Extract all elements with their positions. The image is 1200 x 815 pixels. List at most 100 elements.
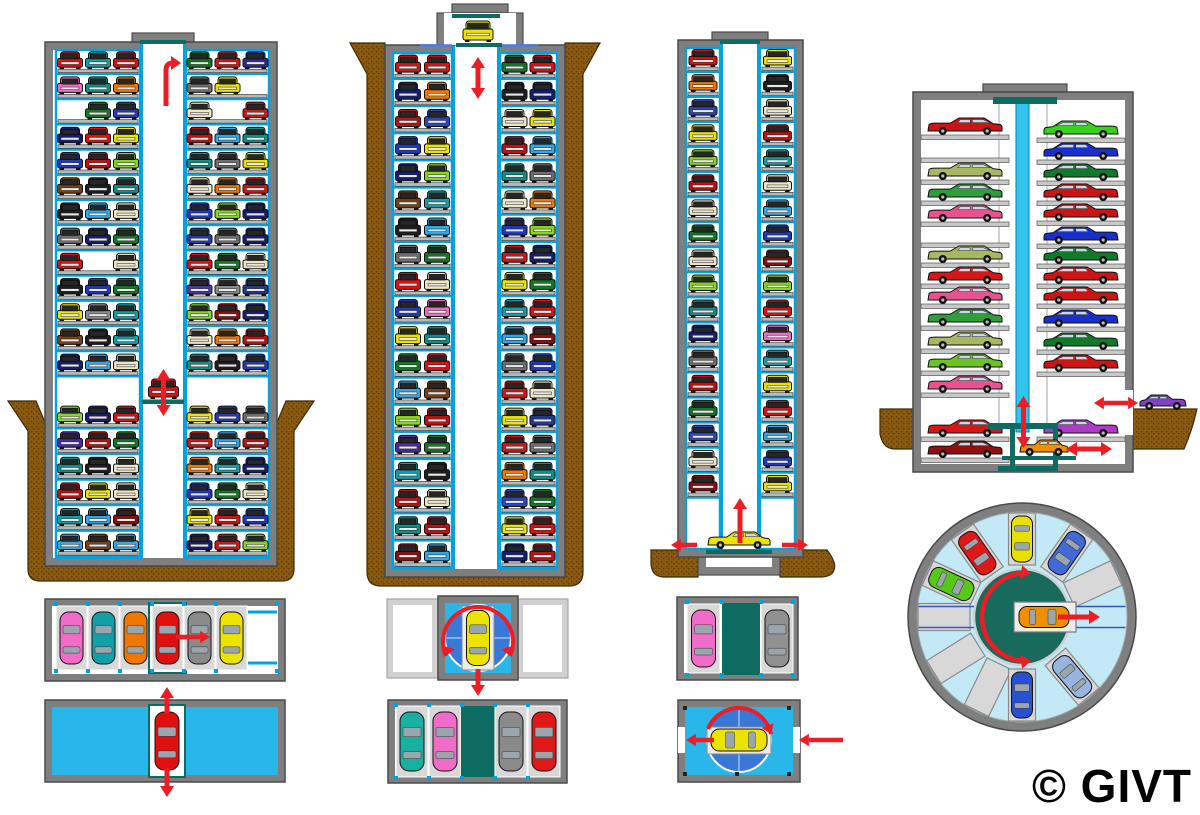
car-front-icon [57,456,83,475]
car-front-icon [395,271,421,292]
car-front-icon [85,76,111,95]
car-side-icon [1019,439,1069,456]
car-front-icon [763,124,792,143]
car-front-icon [214,328,241,347]
car-front-icon [529,190,556,210]
car-front-icon [688,399,718,418]
car-front-icon [113,152,139,170]
car-top-icon [691,609,716,668]
tower3-pit [697,556,781,576]
car-front-icon [85,152,111,170]
car-front-icon [501,299,528,319]
car-front-icon [501,54,528,75]
car-front-icon [763,274,792,293]
car-top-icon [91,611,116,665]
car-front-icon [501,81,528,102]
car-front-icon [85,303,111,322]
car-side-icon [927,286,1003,304]
car-front-icon [57,328,83,347]
car-front-icon [85,353,111,372]
car-front-icon [501,326,528,346]
earth-tower4-left [879,408,914,450]
car-front-icon [424,407,450,428]
car-front-icon [186,202,213,221]
rotation-arrow-icon [441,604,515,657]
rotary-slot [963,657,1013,718]
car-front-icon [529,461,556,482]
car-front-icon [688,99,718,118]
car-front-icon [113,405,139,424]
car-front-icon [113,177,139,196]
car-front-icon [501,516,528,536]
car-front-icon [424,54,450,75]
car-front-icon [688,174,718,193]
car-front-icon [113,303,139,322]
car-front-icon [529,163,556,183]
car-front-icon [85,126,111,145]
shift-right-arrow-icon [176,630,210,644]
car-top-icon [219,611,244,665]
car-side-icon [927,353,1003,371]
car-front-icon [688,324,718,343]
plan-rotary-parking [907,502,1137,732]
car-front-icon [529,516,556,536]
car-front-icon [214,508,241,526]
car-front-icon [462,20,494,42]
car-front-icon [85,278,111,296]
earth-tower1 [6,400,316,582]
car-front-icon [85,431,111,450]
car-side-icon [1043,419,1119,437]
car-side-icon [1043,226,1119,244]
car-top-icon [1052,655,1093,699]
car-side-icon [1043,246,1119,264]
car-side-icon [927,204,1003,222]
car-front-icon [85,508,111,526]
plan-top-tower1-shelf-level [44,598,286,682]
car-front-icon [688,149,718,168]
car-front-icon [186,456,213,475]
car-side-icon [927,117,1003,135]
car-side-icon [1043,332,1119,350]
car-top-icon [1047,530,1086,576]
car-front-icon [113,202,139,221]
car-front-icon [395,299,421,319]
car-front-icon [763,199,792,218]
car-top-icon [155,611,180,665]
car-side-icon [927,183,1003,201]
car-front-icon [242,456,269,475]
car-top-icon [531,711,557,772]
car-side-icon [927,266,1003,284]
car-front-icon [763,99,792,118]
car-front-icon [214,482,241,501]
car-front-icon [529,136,556,156]
car-front-icon [529,299,556,319]
car-front-icon [424,461,450,482]
car-front-icon [395,244,421,265]
earth-tower2 [348,42,602,587]
rotary-slot [1062,560,1123,609]
car-front-icon [85,456,111,475]
car-front-icon [242,101,269,120]
car-front-icon [57,51,83,70]
car-front-icon [242,405,269,424]
elevator-updown-arrow-icon [471,57,485,99]
car-front-icon [501,489,528,509]
car-front-icon [501,380,528,400]
earth-crosssection [6,42,1198,587]
car-front-icon [242,508,269,526]
car-side-icon [1043,203,1119,221]
car-front-icon [186,278,213,296]
car-front-icon [529,353,556,373]
car-front-icon [529,271,556,292]
car-front-icon [424,543,450,563]
car-front-icon [57,126,83,145]
car-front-icon [186,152,213,170]
car-front-icon [242,126,269,145]
move-up-arrow-icon [160,687,174,713]
car-front-icon [242,202,269,221]
car-front-icon [424,81,450,102]
car-top-icon [432,711,458,772]
move-down-arrow-icon [160,768,174,797]
car-front-icon [214,533,241,552]
car-front-icon [688,199,718,218]
